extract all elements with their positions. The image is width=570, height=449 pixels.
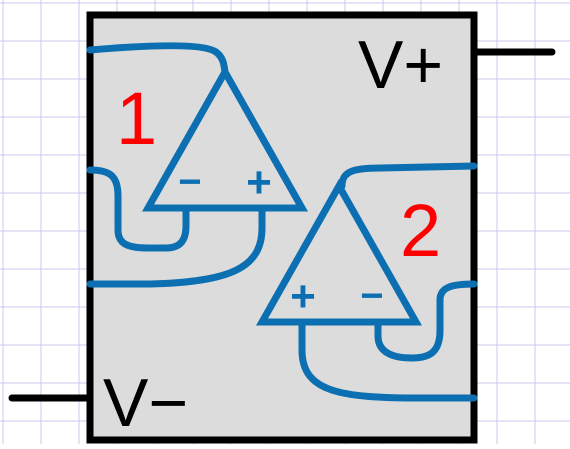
op-amp-1-right-input-sign: + (246, 158, 272, 207)
amp2-noninverting-input-wire (298, 318, 478, 402)
amp1-inverting-input-wire (86, 166, 190, 252)
wires (86, 42, 478, 402)
amp1-noninverting-input-wire (86, 204, 266, 288)
op-amp-1-number: 1 (116, 77, 157, 160)
positive-supply-label: V+ (358, 27, 443, 103)
amp1-output-wire (86, 42, 229, 76)
op-amp-2-right-input-sign: − (360, 274, 383, 318)
op-amp-1-symbol (141, 64, 309, 212)
amp2-inverting-input-wire (374, 280, 478, 362)
op-amp-2-number: 2 (400, 189, 441, 272)
amp2-output-wire (338, 162, 478, 190)
op-amp-1-left-input-sign: − (178, 160, 201, 204)
op-amp-2-symbol (255, 178, 423, 326)
negative-supply-label: V− (103, 365, 188, 441)
op-amp-2-left-input-sign: + (290, 272, 316, 321)
chip-package (86, 11, 478, 444)
